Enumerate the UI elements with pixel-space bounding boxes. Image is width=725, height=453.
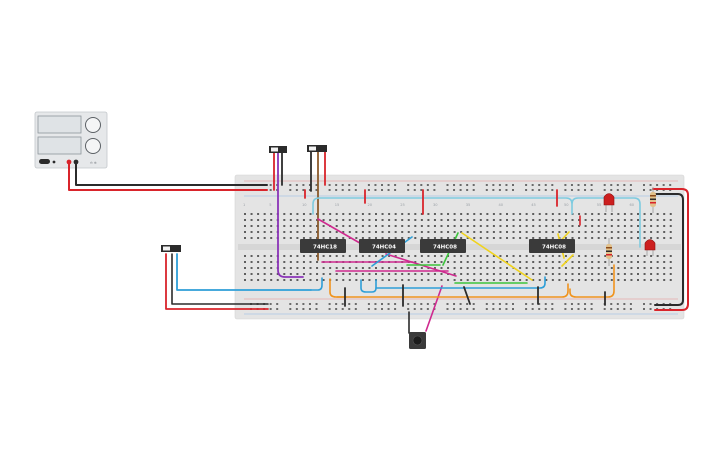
wires: [68, 151, 689, 334]
wire-red-right-loop: [652, 188, 689, 311]
wire-black-supply: [75, 161, 268, 186]
column-label: 50: [564, 203, 569, 207]
wire-red-left-switch: [165, 253, 269, 310]
column-label: 35: [466, 203, 471, 207]
chip-1[interactable]: 74HC18: [300, 239, 346, 253]
wire-blue-d: [375, 276, 546, 289]
column-label: 40: [498, 203, 503, 207]
wire-purple-switch1: [277, 152, 304, 278]
column-label: 5: [269, 203, 271, 207]
chip-3[interactable]: 74HC08: [420, 239, 466, 253]
power-supply[interactable]: ⊖ ⊕: [34, 111, 108, 169]
current-display: [37, 136, 82, 155]
column-label: 25: [400, 203, 405, 207]
chip-1-label: 74HC18: [313, 245, 337, 251]
slide-switch-3[interactable]: [161, 245, 181, 252]
slide-switch-1[interactable]: [269, 146, 287, 153]
wire-blue-b: [360, 279, 377, 293]
chip-4[interactable]: 74HC08: [529, 239, 575, 253]
current-knob[interactable]: [85, 138, 101, 154]
resistor-2[interactable]: [606, 238, 612, 266]
column-label: 1: [243, 203, 245, 207]
column-label: 45: [531, 203, 536, 207]
led-2[interactable]: [644, 239, 656, 257]
wire-yellow-c: [561, 254, 574, 267]
slide-switch-2[interactable]: [307, 145, 327, 152]
column-label: 30: [433, 203, 438, 207]
chip-2[interactable]: 74HC04: [359, 239, 405, 253]
column-label: 60: [629, 203, 634, 207]
wire-magenta-button: [425, 285, 443, 332]
column-label: 20: [367, 203, 372, 207]
breadboard-holes: [244, 184, 672, 310]
pushbutton[interactable]: [409, 332, 426, 349]
wire-yellow-a: [461, 232, 533, 281]
power-switch[interactable]: [39, 159, 50, 164]
voltage-knob[interactable]: [85, 117, 101, 133]
negative-terminal-dot: [52, 160, 56, 164]
resistor-1[interactable]: [650, 187, 656, 213]
wire-black-right-loop: [652, 193, 684, 306]
led-1[interactable]: [603, 193, 615, 213]
chip-3-label: 74HC08: [433, 245, 457, 251]
chip-4-label: 74HC08: [542, 245, 566, 251]
wire-orange-led: [569, 264, 615, 298]
voltage-display: [37, 115, 82, 134]
wire-black-stub-c: [463, 286, 471, 305]
wire-orange-bus: [329, 278, 569, 298]
terminal-label: ⊖ ⊕: [90, 161, 97, 165]
column-label: 10: [302, 203, 307, 207]
wire-blue-left-switch: [176, 253, 312, 291]
column-label: 55: [597, 203, 602, 207]
wire-red-supply: [68, 161, 268, 191]
wire-blue-c: [310, 277, 323, 291]
column-label: 15: [335, 203, 340, 207]
wire-cyan-top-bus: [312, 197, 641, 248]
wire-black-left-switch: [171, 253, 269, 305]
chip-2-label: 74HC04: [372, 245, 396, 251]
